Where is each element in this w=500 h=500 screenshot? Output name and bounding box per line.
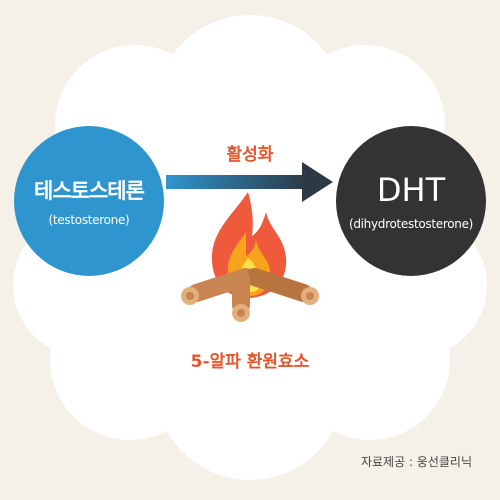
testosterone-node: 테스토스테론 (testosterone) [14, 126, 164, 276]
dht-node: DHT (dihydrotestosterone) [336, 126, 486, 276]
dht-subtitle: (dihydrotestosterone) [348, 217, 474, 231]
testosterone-subtitle: (testosterone) [48, 213, 130, 227]
testosterone-title: 테스토스테론 [34, 179, 145, 203]
source-credit: 자료제공 : 웅선클리닉 [360, 455, 472, 469]
dht-title: DHT [376, 171, 446, 209]
activation-label: 활성화 [226, 145, 274, 165]
arrow-right-icon [166, 162, 333, 202]
campfire-icon [181, 192, 319, 322]
enzyme-label: 5-알파 환원효소 [190, 352, 310, 372]
